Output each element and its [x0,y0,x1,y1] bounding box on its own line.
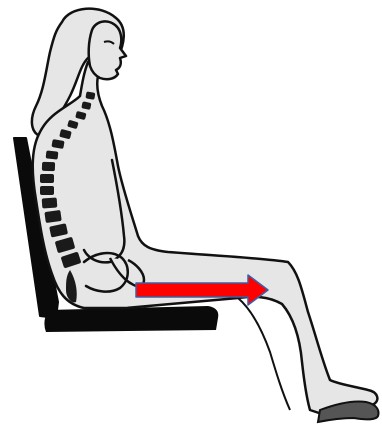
leg-line [238,298,290,410]
chair-seat [44,306,218,332]
head [89,21,126,79]
